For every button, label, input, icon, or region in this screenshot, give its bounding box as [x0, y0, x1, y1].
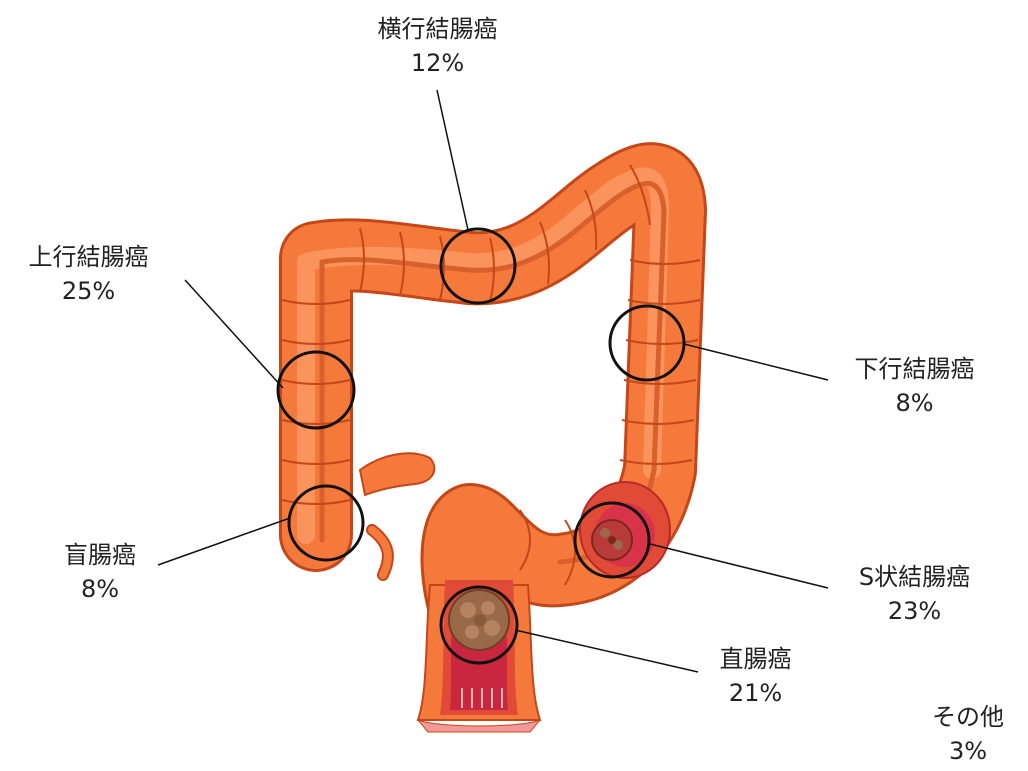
label-transverse-pct: 12% [355, 46, 520, 80]
label-rectum-pct: 21% [688, 676, 823, 710]
label-other-pct: 3% [912, 734, 1024, 768]
label-transverse: 横行結腸癌 12% [355, 12, 520, 80]
ileum [360, 453, 434, 495]
label-sigmoid: S状結腸癌 23% [832, 560, 997, 628]
label-sigmoid-pct: 23% [832, 594, 997, 628]
label-descending-pct: 8% [832, 386, 997, 420]
label-other: その他 3% [912, 700, 1024, 768]
label-descending: 下行結腸癌 8% [832, 352, 997, 420]
label-ascending-name: 上行結腸癌 [6, 240, 171, 274]
label-rectum: 直腸癌 21% [688, 642, 823, 710]
label-cecum-pct: 8% [40, 572, 160, 606]
label-sigmoid-name: S状結腸癌 [832, 560, 997, 594]
tumor-rectum [449, 590, 509, 650]
label-descending-name: 下行結腸癌 [832, 352, 997, 386]
label-other-name: その他 [912, 700, 1024, 734]
label-cecum: 盲腸癌 8% [40, 538, 160, 606]
tumor-sigmoid [592, 520, 632, 560]
label-rectum-name: 直腸癌 [688, 642, 823, 676]
label-ascending-pct: 25% [6, 274, 171, 308]
label-ascending: 上行結腸癌 25% [6, 240, 171, 308]
label-transverse-name: 横行結腸癌 [355, 12, 520, 46]
label-cecum-name: 盲腸癌 [40, 538, 160, 572]
anal-canal [418, 720, 540, 732]
